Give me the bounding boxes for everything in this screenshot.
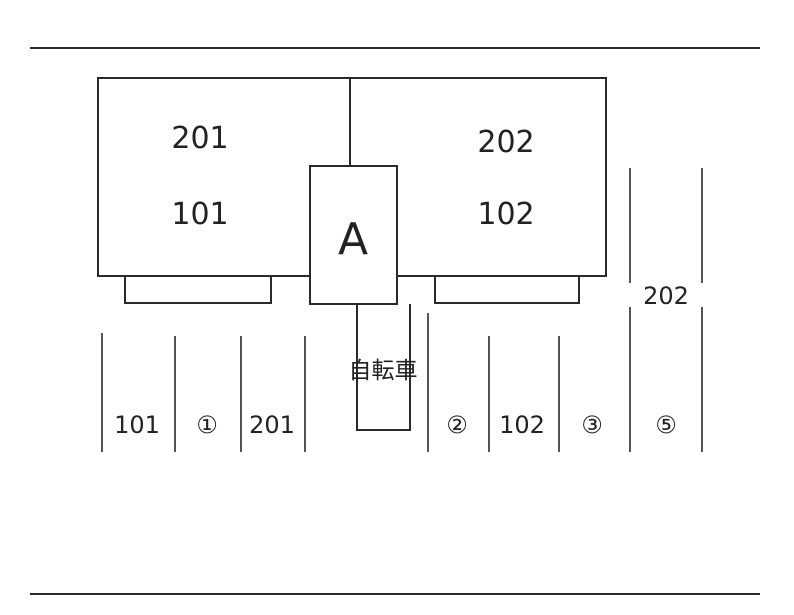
unit-label-202: 202 [477,125,534,160]
unit-label-201: 201 [171,121,228,156]
parking-label-3: ③ [581,411,603,439]
entrance-label: A [338,214,368,265]
unit-label-102: 102 [477,197,534,232]
parking-label-201: 201 [249,411,295,439]
parking-dividers [101,168,703,452]
bicycle-area-label: 自転車 [349,358,418,384]
parking-label-102: 102 [499,411,545,439]
parking-label-2: ② [446,411,468,439]
balcony-left [124,275,272,304]
parking-label-5: ⑤ [655,411,677,439]
entrance-block [309,165,398,305]
parking-label-1: ① [196,411,218,439]
parking-label-202: 202 [643,282,689,310]
unit-label-101: 101 [171,197,228,232]
balcony-right [434,275,580,304]
bicycle-area-outline [356,304,411,431]
parking-label-101: 101 [114,411,160,439]
